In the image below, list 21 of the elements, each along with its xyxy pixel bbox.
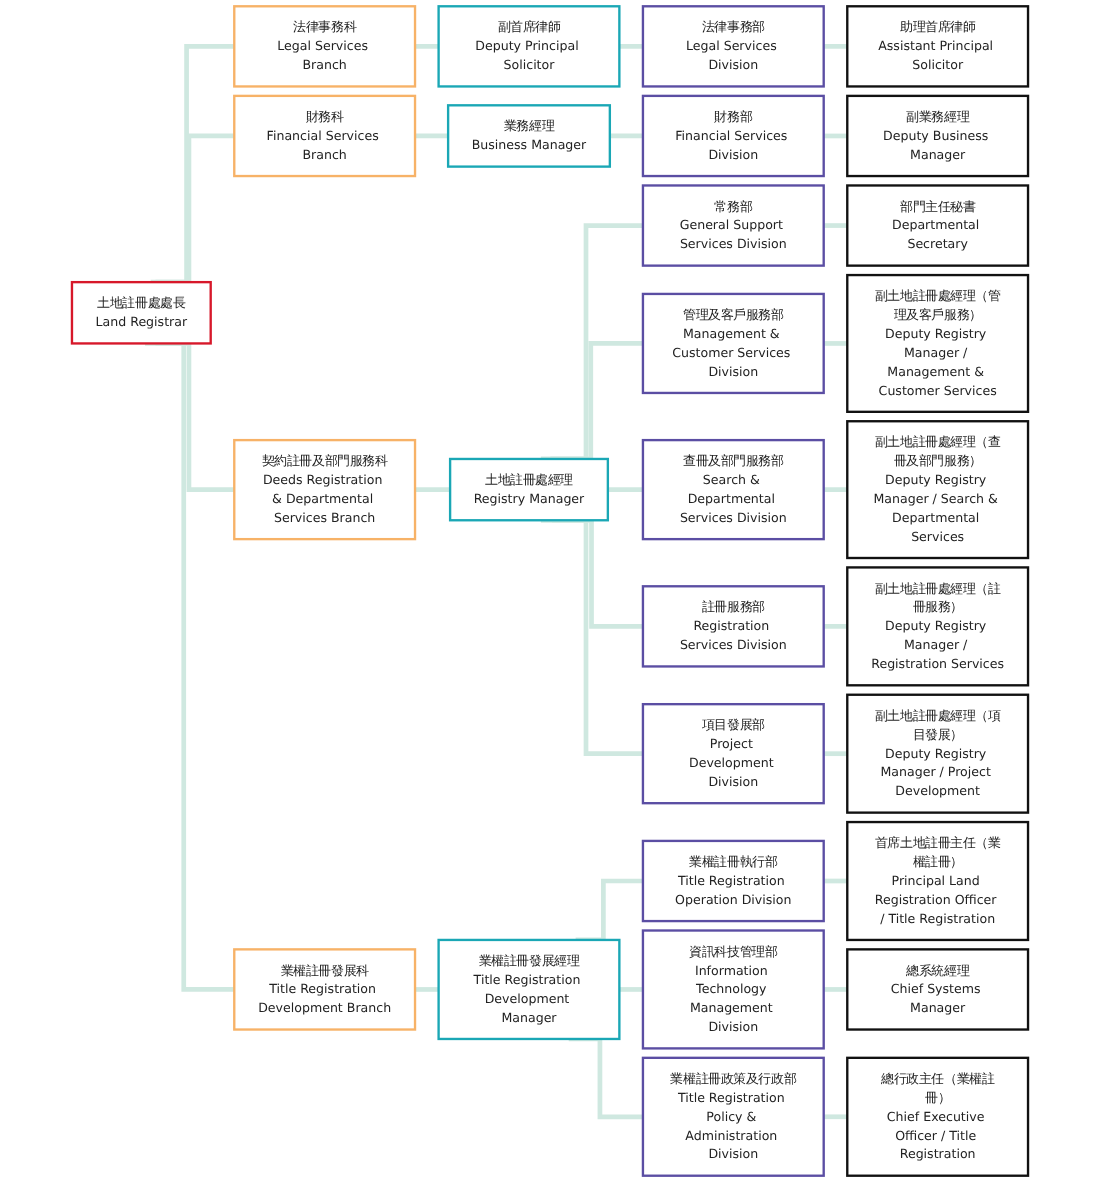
connector (155, 133, 235, 285)
connector (607, 487, 643, 492)
connector (823, 624, 848, 629)
connector (609, 133, 643, 139)
connector (823, 1114, 848, 1120)
connector (415, 133, 449, 139)
connector (415, 487, 451, 492)
connector (823, 341, 848, 346)
connector (619, 987, 643, 992)
connector (823, 44, 848, 49)
connector (415, 44, 439, 49)
connector (823, 987, 848, 992)
connector (823, 223, 848, 228)
connector (150, 44, 235, 285)
connector (823, 751, 848, 757)
connector (415, 987, 439, 992)
connector (823, 487, 848, 492)
connector (823, 878, 848, 884)
connector (619, 44, 643, 49)
connector (568, 1036, 643, 1120)
connector (823, 133, 848, 139)
